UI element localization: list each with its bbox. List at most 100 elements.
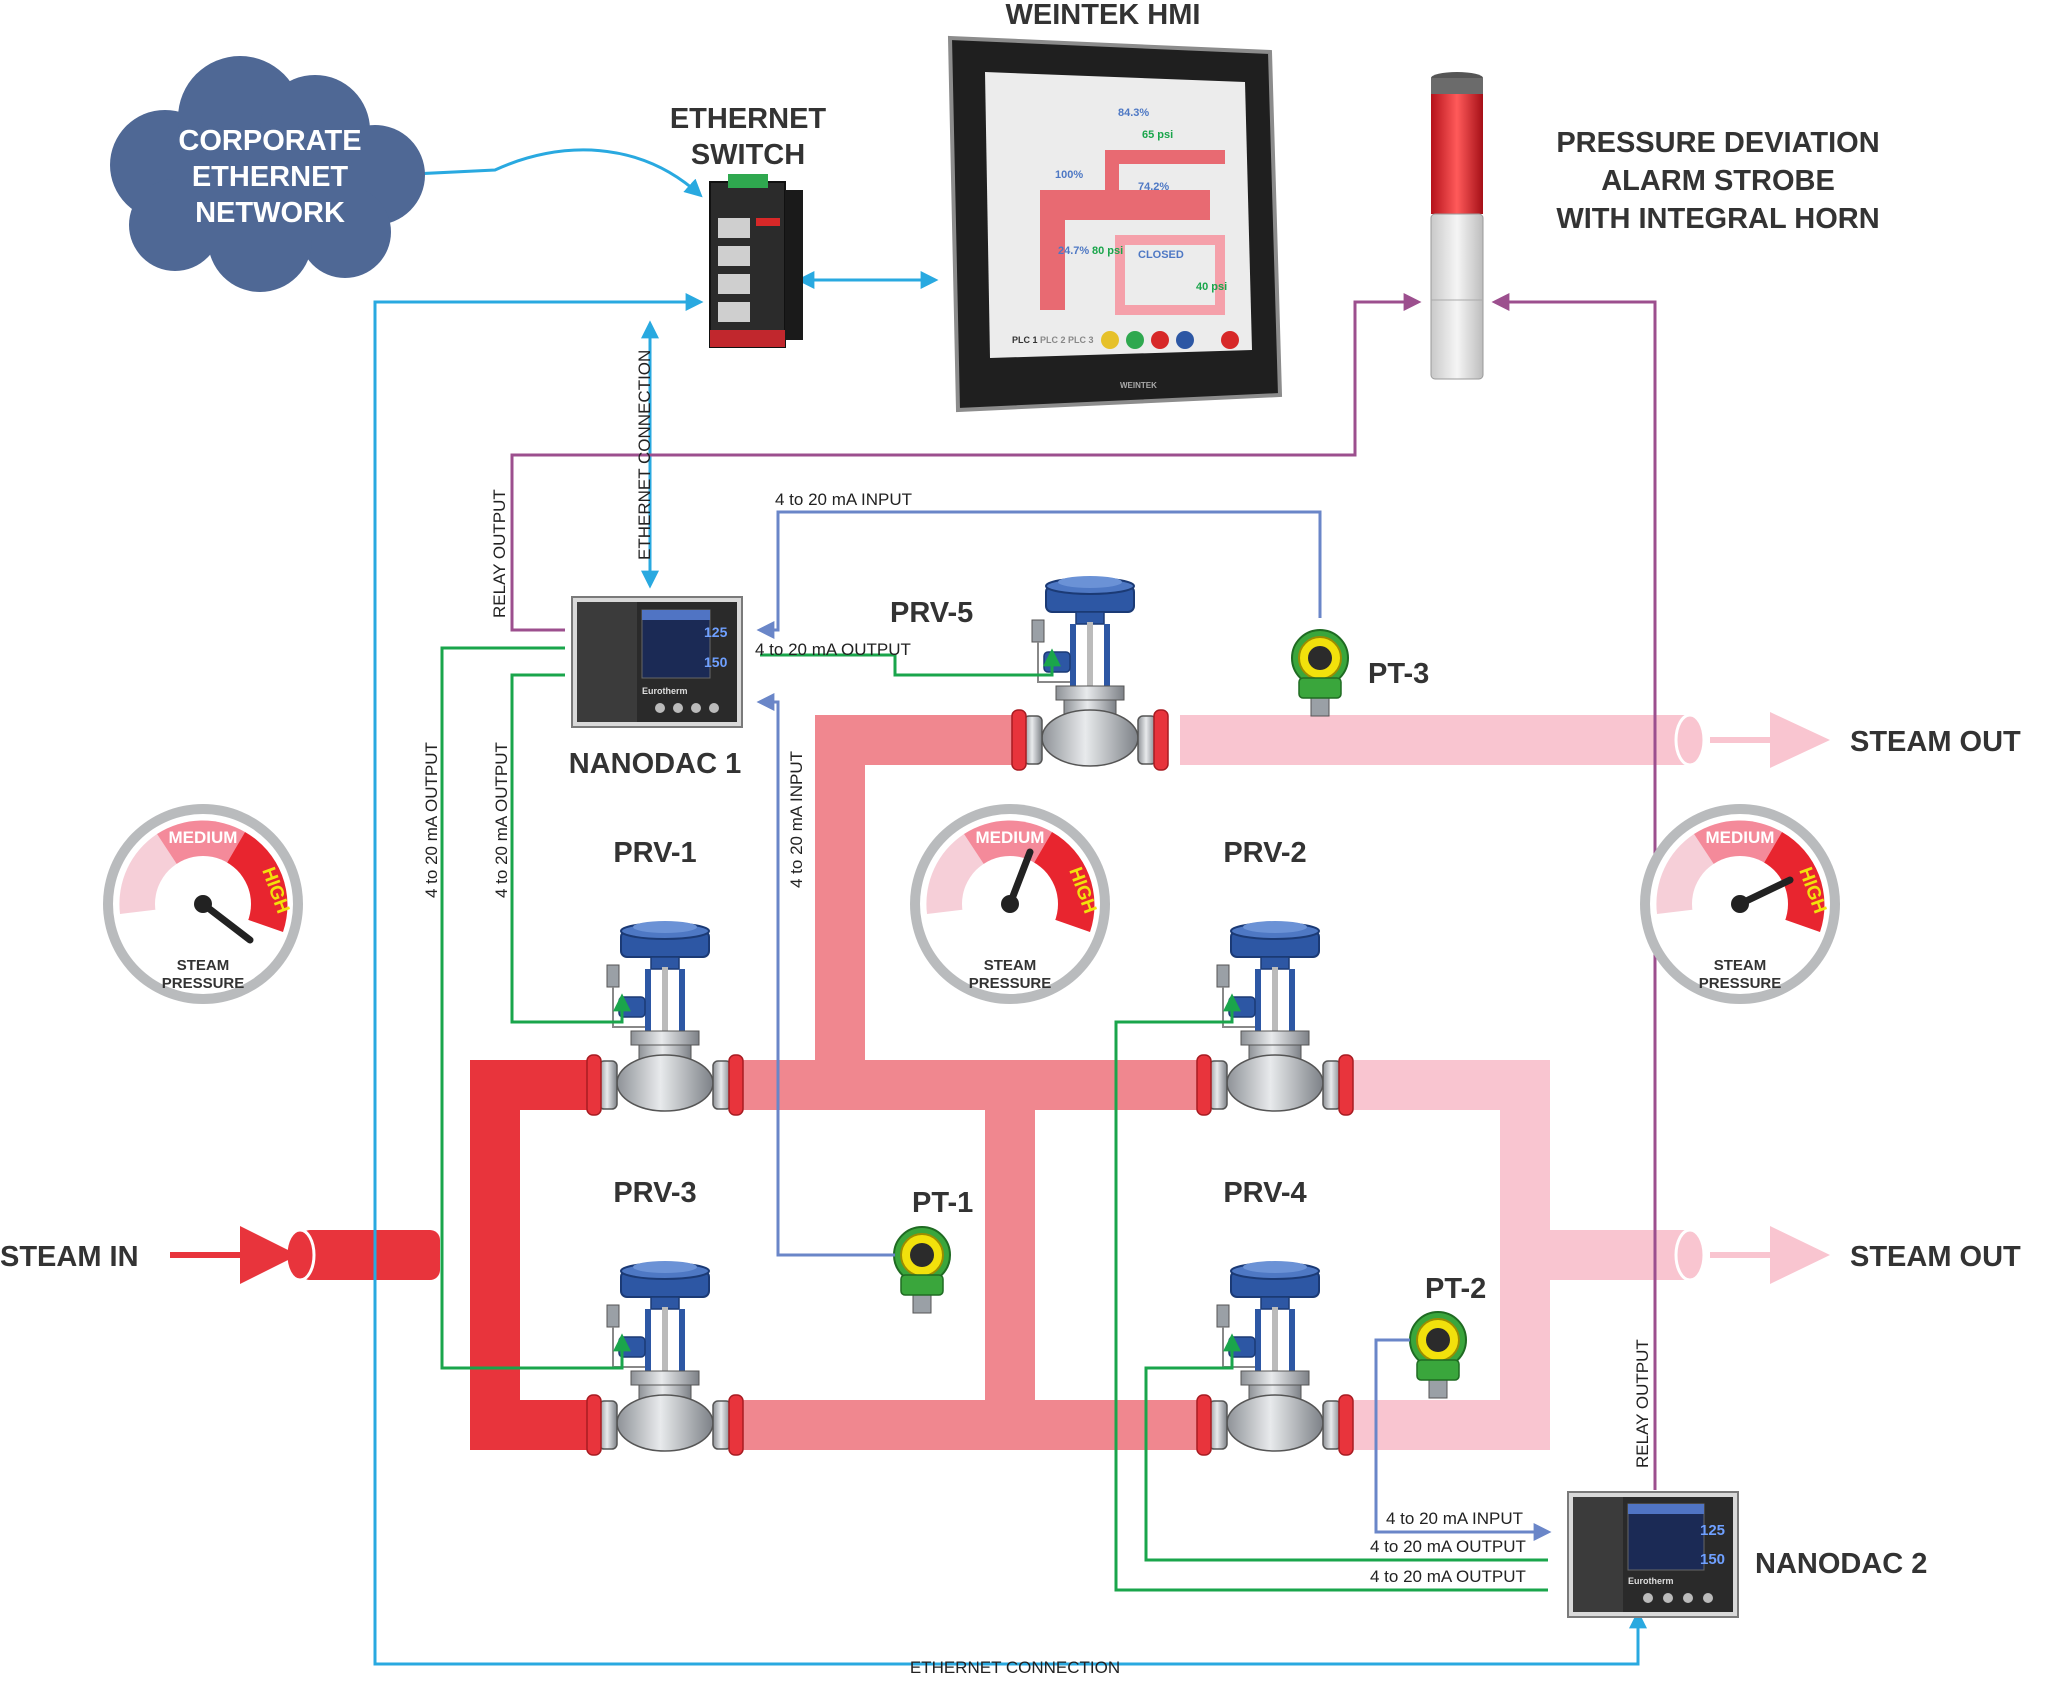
wire-label-relay-left: RELAY OUTPUT (490, 489, 509, 618)
cloud-label-line2: ETHERNET (192, 161, 349, 193)
strobe-label-line2: ALARM STROBE (1601, 165, 1835, 197)
riser-pipe (815, 715, 865, 1065)
gauge-right-caption1: STEAM (1714, 957, 1767, 974)
hmi-v4-status: CLOSED (1138, 249, 1184, 261)
wire-label-ethernet-vertical: ETHERNET CONNECTION (635, 350, 654, 560)
nanodac2-value1: 125 (1700, 1522, 1725, 1539)
hmi-v2-pct: 74.2% (1138, 181, 1169, 193)
weintek-hmi[interactable] (947, 35, 1283, 413)
pressure-gauge-center (910, 804, 1110, 1004)
pt3-transmitter[interactable] (1291, 629, 1349, 717)
relay-wire-nanodac2 (1491, 293, 1657, 1490)
input-wire-pt1 (756, 693, 895, 1257)
nanodac2-brand: Eurotherm (1628, 1576, 1674, 1586)
prv2-valve[interactable] (1196, 920, 1354, 1116)
inlet-header-pipe (470, 1060, 520, 1450)
output-wire-prv4 (1144, 1333, 1548, 1562)
strobe-label-line3: WITH INTEGRAL HORN (1556, 203, 1879, 235)
pt2-label: PT-2 (1425, 1273, 1486, 1305)
prv3-label: PRV-3 (613, 1177, 696, 1209)
nanodac1-value1: 125 (704, 624, 728, 640)
hmi-v1-pct: 100% (1055, 169, 1083, 181)
prv5-valve[interactable] (1011, 575, 1169, 771)
top-outlet-pipe (1180, 715, 1690, 765)
input-wire-pt3 (756, 510, 1322, 639)
hmi-v5-pct: 84.3% (1118, 107, 1149, 119)
prv3-valve[interactable] (586, 1260, 744, 1456)
hmi-tab-plc3[interactable]: PLC 3 (1068, 335, 1094, 345)
hmi-tab-plc1[interactable]: PLC 1 (1012, 335, 1038, 345)
switch-label-line2: SWITCH (691, 139, 805, 171)
cloud-label-line3: NETWORK (195, 197, 345, 229)
crossover-pipe (985, 1105, 1035, 1405)
steam-out-bottom-label: STEAM OUT (1850, 1241, 2021, 1273)
switch-label-line1: ETHERNET (670, 103, 827, 135)
steam-out-top-label: STEAM OUT (1850, 726, 2021, 758)
output-wire-prv2 (1114, 993, 1548, 1592)
steam-inlet-pipe (300, 1230, 440, 1280)
nanodac2-label: NANODAC 2 (1755, 1548, 1927, 1580)
prv4-valve[interactable] (1196, 1260, 1354, 1456)
pt1-transmitter[interactable] (893, 1226, 951, 1314)
prv4-label: PRV-4 (1223, 1177, 1306, 1209)
pressure-gauge-right (1640, 804, 1840, 1004)
gauge-right-caption2: PRESSURE (1699, 975, 1782, 992)
nanodac2-value2: 150 (1700, 1551, 1725, 1568)
corporate-network-cloud (110, 56, 425, 292)
relay-wire-nanodac1 (510, 293, 1422, 632)
nanodac1-controller[interactable] (571, 596, 743, 728)
wire-label-input-pt1: 4 to 20 mA INPUT (787, 751, 806, 888)
hmi-pt3: 65 psi (1142, 129, 1173, 141)
pressure-gauge-left (103, 804, 303, 1004)
outlet-header-pipe (1500, 1060, 1550, 1450)
gauge-left-medium: MEDIUM (169, 828, 238, 847)
wire-label-output-nd2-a: 4 to 20 mA OUTPUT (1370, 1537, 1526, 1556)
input-wire-pt2 (1374, 1338, 1552, 1541)
hmi-tab-plc2[interactable]: PLC 2 (1040, 335, 1066, 345)
gauge-center-caption1: STEAM (984, 957, 1037, 974)
wire-label-output-nd2-b: 4 to 20 mA OUTPUT (1370, 1567, 1526, 1586)
nanodac1-brand: Eurotherm (642, 686, 688, 696)
wire-label-output-prv5: 4 to 20 mA OUTPUT (755, 640, 911, 659)
nanodac2-controller[interactable] (1567, 1491, 1739, 1618)
cloud-label-line1: CORPORATE (178, 125, 361, 157)
pt2-transmitter[interactable] (1409, 1311, 1467, 1399)
hmi-pt1: 80 psi (1092, 245, 1123, 257)
output-wire-prv3 (440, 646, 631, 1370)
prv1-valve[interactable] (586, 920, 744, 1116)
wire-label-output-left-a: 4 to 20 mA OUTPUT (422, 742, 441, 898)
prv5-label: PRV-5 (890, 597, 973, 629)
gauge-left-caption1: STEAM (177, 957, 230, 974)
wire-label-relay-right: RELAY OUTPUT (1633, 1339, 1652, 1468)
upper-mid-pipe (740, 1060, 1200, 1110)
prv1-label: PRV-1 (613, 837, 696, 869)
wire-label-input-top: 4 to 20 mA INPUT (775, 490, 912, 509)
wire-label-input-pt2: 4 to 20 mA INPUT (1386, 1509, 1523, 1528)
steam-out-arrow-bottom (1710, 1226, 1830, 1284)
steam-in-arrow (170, 1226, 298, 1284)
gauge-center-medium: MEDIUM (976, 828, 1045, 847)
steam-out-arrow-top (1710, 712, 1830, 768)
hmi-title: WEINTEK HMI (1006, 0, 1201, 31)
nanodac1-label: NANODAC 1 (569, 748, 741, 780)
strobe-label-line1: PRESSURE DEVIATION (1556, 127, 1879, 159)
output-wire-prv5 (760, 648, 1061, 677)
gauge-left-caption2: PRESSURE (162, 975, 245, 992)
wire-label-ethernet-bottom: ETHERNET CONNECTION (910, 1658, 1120, 1677)
wire-label-output-left-b: 4 to 20 mA OUTPUT (492, 742, 511, 898)
prv2-label: PRV-2 (1223, 837, 1306, 869)
output-wire-prv1 (510, 673, 631, 1024)
ethernet-switch[interactable] (709, 174, 803, 348)
ethernet-wire-corporate (368, 148, 703, 198)
hmi-pt2: 40 psi (1196, 281, 1227, 293)
hmi-v3-pct: 24.7% (1058, 245, 1089, 257)
nanodac1-value2: 150 (704, 654, 728, 670)
gauge-center-caption2: PRESSURE (969, 975, 1052, 992)
steam-in-label: STEAM IN (0, 1241, 139, 1273)
alarm-strobe[interactable] (1430, 72, 1484, 380)
pt3-label: PT-3 (1368, 658, 1429, 690)
pt1-label: PT-1 (912, 1187, 973, 1219)
lower-mid-pipe (740, 1400, 1200, 1450)
hmi-brand: WEINTEK (1120, 381, 1157, 390)
